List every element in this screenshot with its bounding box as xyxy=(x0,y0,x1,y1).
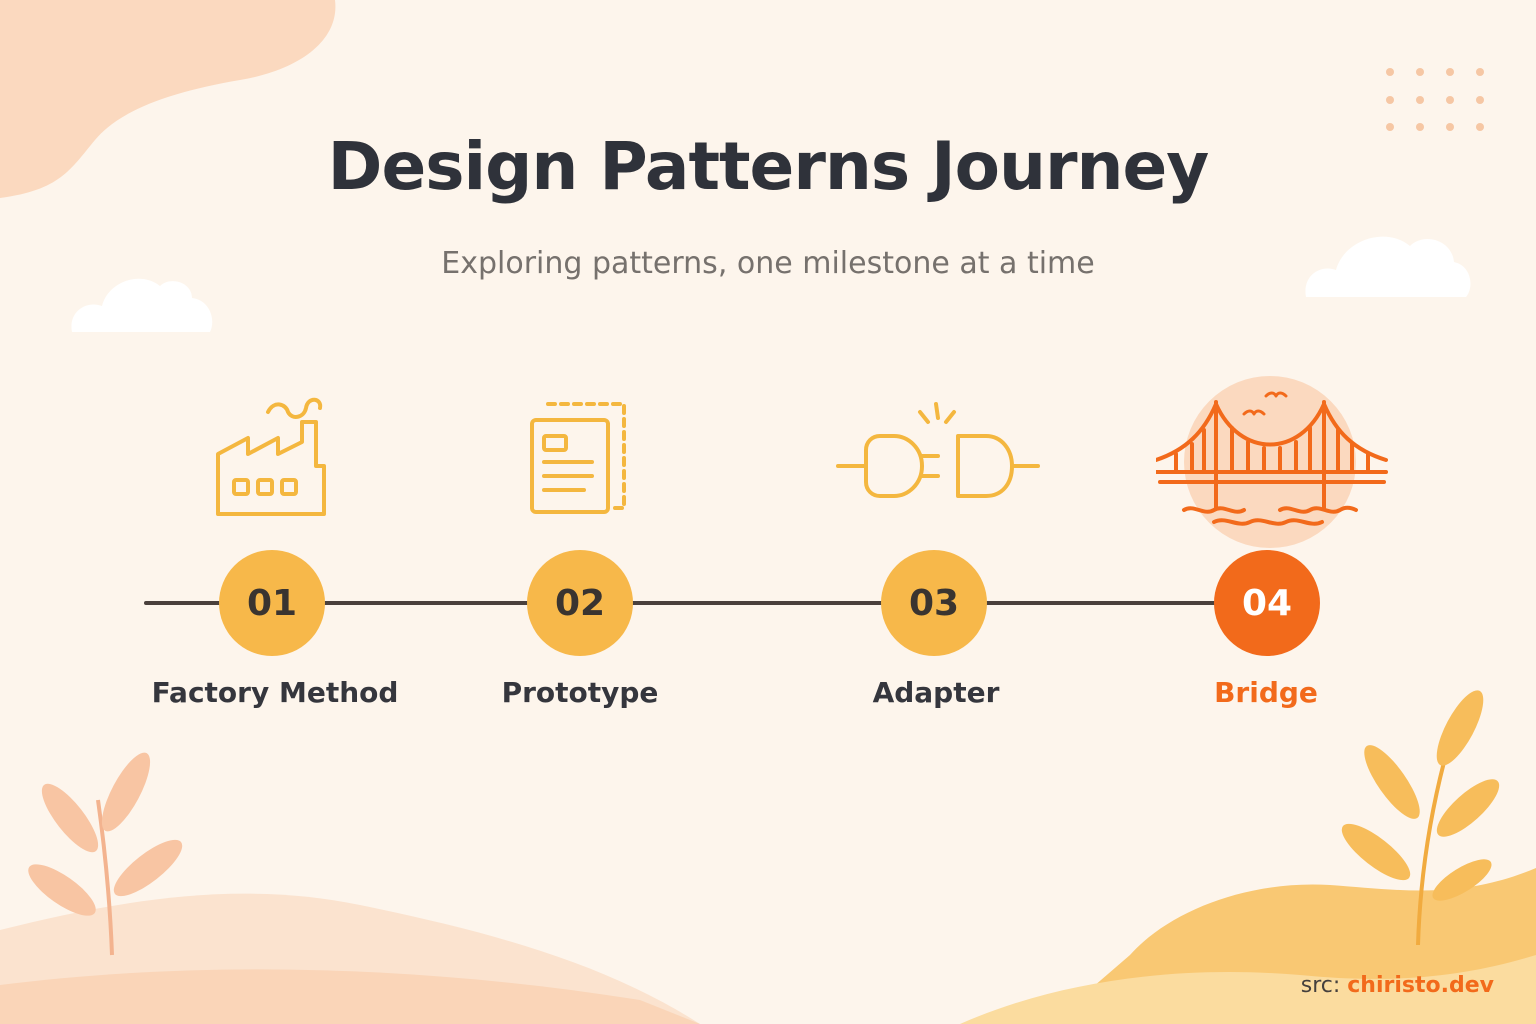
cloud-left xyxy=(71,278,213,332)
page-subtitle: Exploring patterns, one milestone at a t… xyxy=(441,246,1095,281)
timeline-line xyxy=(144,601,1224,605)
plug-adapter-icon xyxy=(836,402,1040,498)
milestone-node-01: 01 xyxy=(219,550,325,656)
document-copy-icon xyxy=(530,402,626,514)
source-credit: src: chiristo.dev xyxy=(1301,973,1494,998)
milestone-label-prototype: Prototype xyxy=(501,676,659,709)
page-title: Design Patterns Journey xyxy=(327,128,1210,205)
source-prefix: src: xyxy=(1300,973,1341,998)
top-left-blob xyxy=(0,0,336,198)
bridge-icon xyxy=(1156,376,1388,548)
milestone-label-adapter: Adapter xyxy=(872,676,1000,709)
milestone-label-factory-method: Factory Method xyxy=(151,676,399,709)
plant-right xyxy=(1341,690,1500,946)
milestone-node-04: 04 xyxy=(1214,550,1320,656)
milestone-node-03: 03 xyxy=(881,550,987,656)
milestone-label-bridge: Bridge xyxy=(1214,676,1318,709)
factory-icon xyxy=(216,397,326,516)
dot-grid xyxy=(1386,68,1484,131)
source-link[interactable]: chiristo.dev xyxy=(1347,973,1494,998)
milestone-node-02: 02 xyxy=(527,550,633,656)
plant-left xyxy=(28,752,183,956)
cloud-right xyxy=(1305,236,1471,297)
